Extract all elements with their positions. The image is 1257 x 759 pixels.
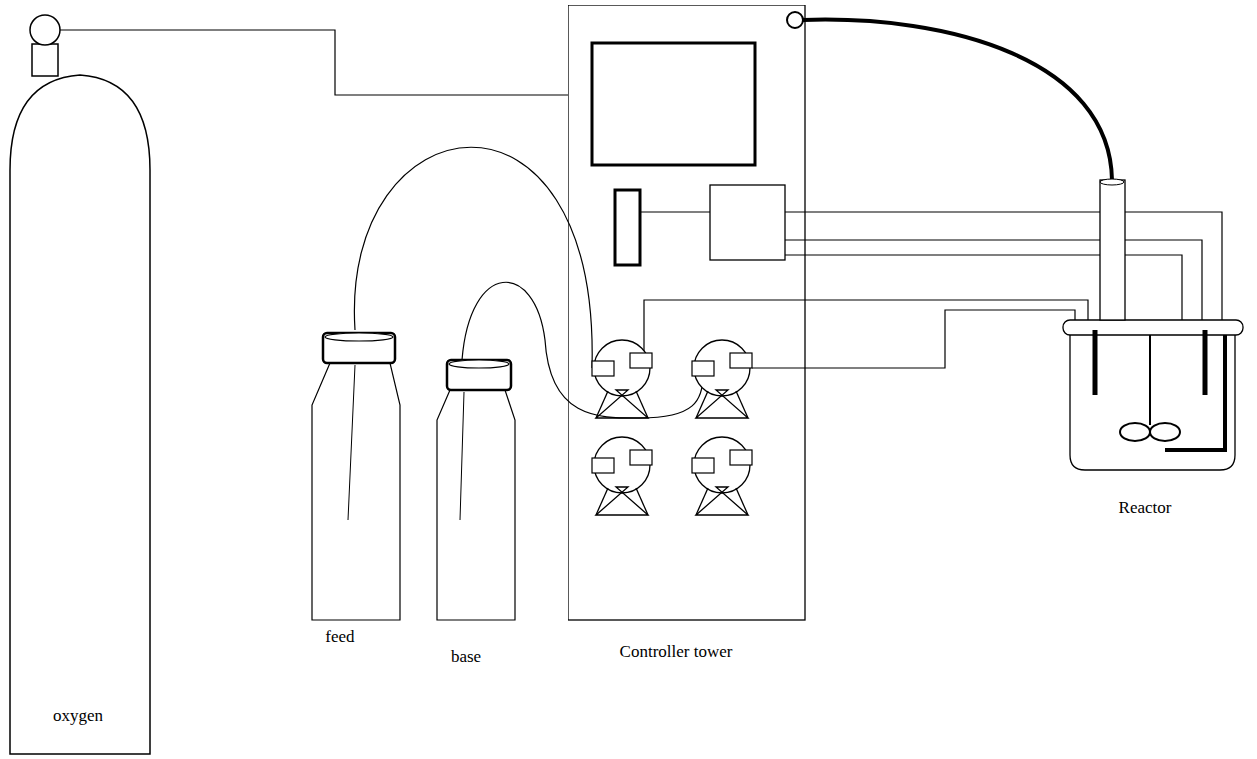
line-shape <box>636 488 648 515</box>
circle-shape <box>787 12 803 28</box>
shape-outline <box>568 5 808 670</box>
rect-shape <box>1100 180 1125 320</box>
line-shape <box>1203 330 1208 395</box>
ellipse-shape <box>325 333 393 341</box>
node-label: oxygen <box>53 707 103 726</box>
polyline-shape <box>1165 335 1225 450</box>
line-shape <box>636 391 648 418</box>
rect-shape <box>630 353 652 368</box>
node-label: Controller tower <box>620 643 733 662</box>
node-label: Reactor <box>1119 499 1172 518</box>
ellipse-shape <box>1150 423 1180 441</box>
node-label: base <box>451 648 481 667</box>
polygon-shape <box>696 487 748 515</box>
polygon-shape <box>596 390 648 418</box>
pump-tube <box>752 310 1075 368</box>
line-shape <box>596 391 608 418</box>
rect-shape <box>710 185 785 260</box>
controller-tower: Controller tower <box>568 5 808 670</box>
connector-line <box>60 30 568 95</box>
node-label: feed <box>325 628 354 647</box>
rect-shape <box>630 450 652 465</box>
rect-shape <box>32 44 58 76</box>
circle-shape <box>30 15 60 45</box>
rect-shape <box>323 333 395 363</box>
rect-shape <box>692 458 714 473</box>
ellipse-shape <box>1100 179 1124 185</box>
line-shape <box>1093 330 1098 395</box>
rect-shape <box>730 450 752 465</box>
polygon-shape <box>696 390 748 418</box>
line-shape <box>696 391 708 418</box>
ellipse-shape <box>1120 423 1150 441</box>
connector-line <box>803 20 1112 180</box>
rect-shape <box>1063 320 1243 335</box>
rect-shape <box>568 5 805 620</box>
line-shape <box>736 488 748 515</box>
rect-shape <box>692 361 714 376</box>
reactor-vessel: Reactor <box>1060 175 1245 520</box>
path-shape <box>312 363 400 620</box>
rect-shape <box>615 190 640 265</box>
feed-bottle: feed <box>300 325 410 650</box>
shape-outline <box>300 325 410 650</box>
rect-shape <box>592 361 614 376</box>
polygon-shape <box>596 487 648 515</box>
path-shape <box>437 390 515 620</box>
line-shape <box>596 488 608 515</box>
shape-outline <box>5 8 155 758</box>
rect-shape <box>592 43 755 165</box>
line-shape <box>460 392 464 520</box>
base-bottle: base <box>430 355 520 670</box>
line-shape <box>696 488 708 515</box>
line-shape <box>1149 335 1151 425</box>
shape-outline <box>430 355 520 670</box>
line-shape <box>348 365 355 520</box>
path-shape <box>10 75 150 754</box>
g-shape <box>60 20 1112 418</box>
shape-outline <box>1060 175 1245 520</box>
rect-shape <box>592 458 614 473</box>
rect-shape <box>730 353 752 368</box>
oxygen-cylinder: oxygen <box>5 8 155 758</box>
line-shape <box>736 391 748 418</box>
ellipse-shape <box>449 360 509 368</box>
rect-shape <box>447 360 511 390</box>
